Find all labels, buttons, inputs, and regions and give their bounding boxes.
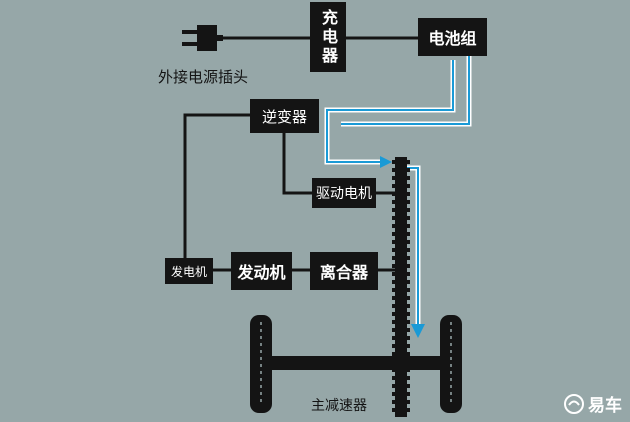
gear-tooth <box>392 328 410 332</box>
gear-tooth <box>392 376 410 380</box>
gear-tooth <box>392 400 410 404</box>
gear-tooth <box>392 224 410 228</box>
gear-shaft <box>392 157 410 417</box>
gear-tooth <box>392 168 410 172</box>
gear-tooth <box>392 208 410 212</box>
watermark-text: 易车 <box>588 396 622 416</box>
final-drive-label: 主减速器 <box>311 398 367 414</box>
gear-tooth <box>392 344 410 348</box>
wiring-lines <box>183 36 418 272</box>
gear-tooth <box>392 232 410 236</box>
engine-label: 发动机 <box>237 263 286 282</box>
generator-label: 发电机 <box>170 264 207 279</box>
axle <box>268 356 440 370</box>
left-wheel <box>250 315 272 413</box>
gear-tooth <box>392 192 410 196</box>
watermark: 易车 <box>563 391 622 416</box>
clutch-label: 离合器 <box>319 263 368 282</box>
gear-tooth <box>392 312 410 316</box>
gear-tooth <box>392 200 410 204</box>
gear-tooth <box>392 288 410 292</box>
engine-box: 发动机 <box>231 252 292 290</box>
watermark-logo-icon <box>564 393 584 414</box>
gear-tooth <box>392 216 410 220</box>
clutch-box: 离合器 <box>310 252 378 290</box>
gear-tooth <box>392 256 410 260</box>
gear-tooth <box>392 296 410 300</box>
gear-tooth <box>392 160 410 164</box>
charger-label: 充电器 <box>319 8 338 66</box>
battery-pack-label: 电池组 <box>428 29 477 48</box>
external-plug-label: 外接电源插头 <box>158 68 249 86</box>
gear-tooth <box>392 304 410 308</box>
power-plug-icon <box>182 25 223 51</box>
gear-tooth <box>392 240 410 244</box>
gear-tooth <box>392 408 410 412</box>
drive-motor-label: 驱动电机 <box>316 186 372 202</box>
drive-motor-box: 驱动电机 <box>312 178 376 208</box>
gear-tooth <box>392 184 410 188</box>
gear-tooth <box>392 320 410 324</box>
gear-tooth <box>392 384 410 388</box>
inverter-label: 逆变器 <box>261 107 307 126</box>
charger-box: 充电器 <box>310 2 346 72</box>
battery-pack-box: 电池组 <box>418 18 487 56</box>
gear-tooth <box>392 336 410 340</box>
gear-tooth <box>392 352 410 356</box>
gear-tooth <box>392 272 410 276</box>
gear-tooth <box>392 392 410 396</box>
gear-tooth <box>392 280 410 284</box>
gear-tooth <box>392 176 410 180</box>
right-wheel <box>440 315 462 413</box>
gear-tooth <box>392 248 410 252</box>
energy-flow-arrow <box>324 56 472 338</box>
generator-box: 发电机 <box>165 258 213 284</box>
inverter-box: 逆变器 <box>250 99 319 133</box>
gear-tooth <box>392 264 410 268</box>
